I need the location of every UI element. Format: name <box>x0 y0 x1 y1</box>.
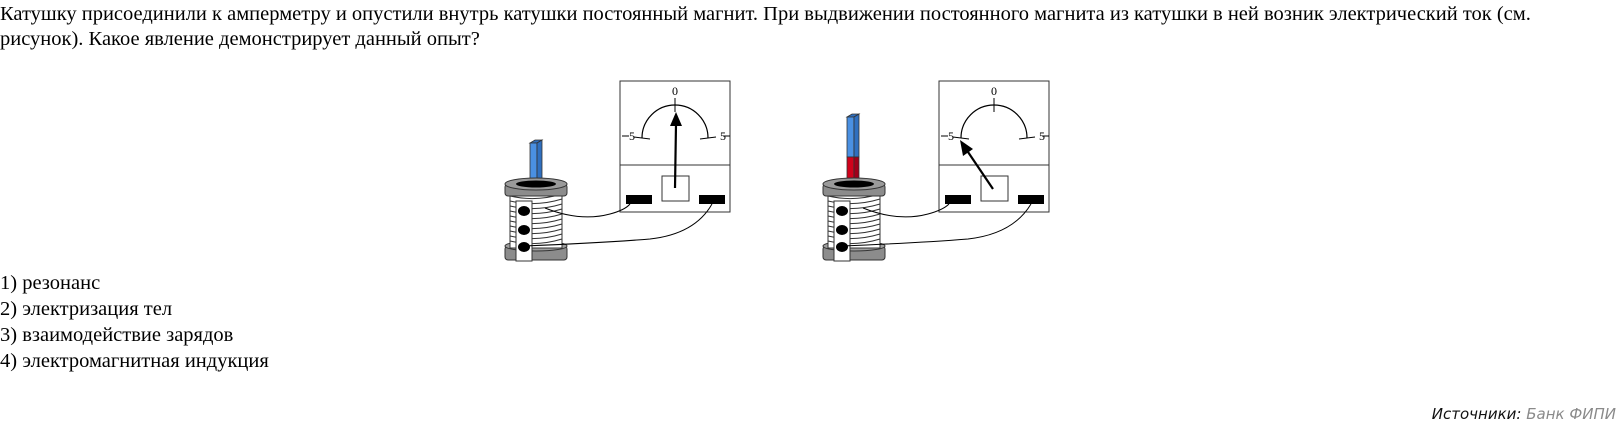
answer-number: 3) <box>0 324 18 346</box>
magnet-after <box>845 113 861 184</box>
wires-after <box>841 203 1032 247</box>
answer-option-4: 4) электромагнитная индукция <box>0 348 269 374</box>
magnet-before <box>528 139 544 184</box>
answer-text: взаимодействие зарядов <box>22 324 234 346</box>
scale-left-label: 5 <box>948 129 954 143</box>
scale-zero-label: 0 <box>991 84 997 98</box>
coil-before <box>504 177 568 262</box>
answer-option-3: 3) взаимодействие зарядов <box>0 322 269 348</box>
panel-before: 0 5 5 <box>504 80 731 262</box>
ammeter-before: 0 5 5 <box>619 80 731 213</box>
panel-after: 0 5 5 <box>822 80 1050 262</box>
needle <box>967 151 994 190</box>
needle-arrowhead <box>670 112 682 126</box>
answer-number: 1) <box>0 272 18 294</box>
wires-before <box>523 203 713 247</box>
needle <box>673 123 678 189</box>
sources: Источники: Банк ФИПИ <box>1432 404 1616 424</box>
sources-label: Источники: <box>1431 405 1522 423</box>
scale-zero-label: 0 <box>672 84 678 98</box>
answer-text: резонанс <box>22 272 101 294</box>
scale-right-label: 5 <box>1039 129 1045 143</box>
coil-after <box>822 177 886 262</box>
answer-text: электромагнитная индукция <box>22 350 269 372</box>
scale-left-label: 5 <box>629 129 635 143</box>
sources-link[interactable]: Банк ФИПИ <box>1526 405 1616 423</box>
question-text: Катушку присоединили к амперметру и опус… <box>0 3 1531 50</box>
answer-number: 2) <box>0 298 18 320</box>
answer-option-2: 2) электризация тел <box>0 296 269 322</box>
needle-arrowhead <box>960 140 973 156</box>
answer-option-1: 1) резонанс <box>0 270 269 296</box>
answer-number: 4) <box>0 350 18 372</box>
answer-text: электризация тел <box>22 298 173 320</box>
scale-right-label: 5 <box>720 129 726 143</box>
answer-options: 1) резонанс 2) электризация тел 3) взаим… <box>0 270 269 374</box>
ammeter-after: 0 5 5 <box>938 80 1050 213</box>
